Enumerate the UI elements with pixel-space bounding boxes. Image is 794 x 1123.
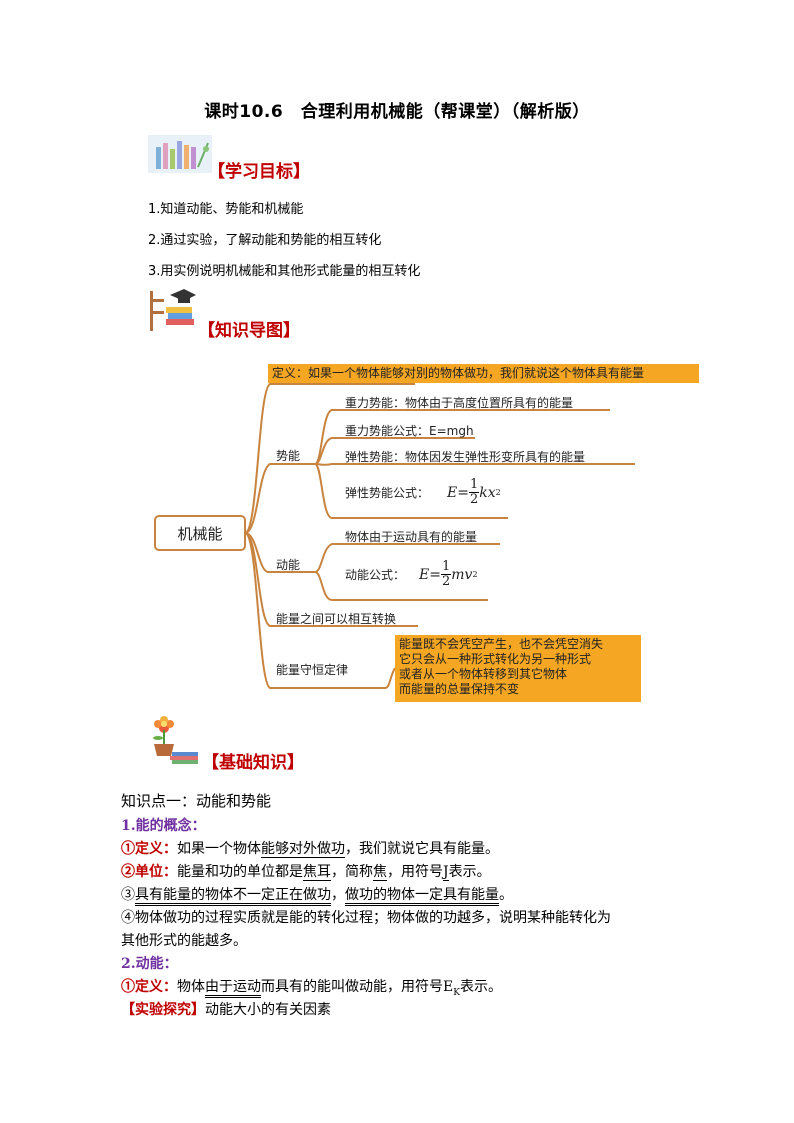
mindmap-gravity-pe-formula: 重力势能公式：E=mgh — [345, 424, 474, 438]
text: 。 — [499, 887, 513, 903]
kinetic-formula-label: 动能公式： — [345, 568, 406, 582]
flower-pot-icon — [148, 716, 200, 764]
mindmap-conservation-box: 能量既不会凭空产生，也不会凭空消失 它只会从一种形式转化为另一种形式 或者从一个… — [395, 635, 641, 702]
text: ③ — [121, 887, 135, 903]
line-work-process-2: 其他形式的能越多。 — [121, 933, 247, 949]
conservation-line: 它只会从一种形式转化为另一种形式 — [399, 652, 592, 666]
books-icon — [148, 135, 212, 173]
section-mindmap-head: 【知识导图】 — [198, 321, 300, 341]
text: 表示。 — [448, 864, 491, 880]
line-work-process-1: ④物体做功的过程实质就是能的转化过程；物体做的功越多，说明某种能转化为 — [121, 910, 611, 926]
line-definition: ①定义：如果一个物体能够对外做功，我们就说它具有能量。 — [121, 838, 681, 858]
section-goals-head: 【学习目标】 — [208, 162, 310, 182]
text: 动能大小的有关因素 — [205, 1002, 331, 1018]
text: 表示。 — [459, 979, 502, 995]
text: ，简称 — [331, 864, 373, 880]
mindmap-kinetic: 动能 — [276, 558, 301, 572]
formula-e: E= — [419, 566, 441, 583]
formula-square: 2 — [495, 488, 501, 497]
mindmap-root-label: 机械能 — [177, 524, 223, 543]
conservation-line: 而能量的总量保持不变 — [399, 682, 520, 696]
conservation-line: 能量既不会凭空产生，也不会凭空消失 — [399, 637, 604, 651]
goal-item: 2.通过实验，了解动能和势能的相互转化 — [148, 233, 382, 248]
formula-tail: mv — [451, 566, 473, 583]
elastic-formula-label: 弹性势能公式： — [345, 486, 430, 500]
fraction-num: 1 — [468, 477, 480, 493]
underlined-text: 由于运动 — [205, 979, 261, 998]
underlined-text: 焦 — [373, 864, 387, 881]
heading-kinetic: 2.动能： — [121, 956, 178, 972]
graduation-books-icon — [148, 285, 198, 333]
underlined-text: J — [443, 864, 449, 881]
mindmap-definition: 定义：如果一个物体能够对别的物体做功，我们就说这个物体具有能量 — [272, 366, 645, 380]
underlined-text: 焦耳 — [303, 864, 331, 881]
text: 能量和功的单位都是 — [177, 864, 303, 880]
label-definition: ①定义： — [121, 841, 177, 857]
text: 而具有的能叫做动能，用符号E — [261, 979, 454, 995]
mindmap-convert: 能量之间可以相互转换 — [276, 612, 397, 626]
text: 物体 — [177, 979, 205, 995]
fraction-num: 1 — [440, 559, 452, 575]
goal-item: 1.知道动能、势能和机械能 — [148, 202, 304, 217]
underlined-text: 做功的物体一定具有能量 — [345, 887, 499, 906]
text: ，我们就说它具有能量。 — [345, 841, 499, 857]
mindmap-connectors — [154, 383, 635, 689]
label-experiment: 【实验探究】 — [121, 1002, 205, 1018]
fraction-den: 2 — [469, 492, 479, 507]
subscript: K — [453, 987, 460, 998]
line-experiment: 【实验探究】动能大小的有关因素 — [121, 999, 681, 1019]
label-unit: ②单位： — [121, 864, 177, 880]
page-title: 课时10.6 合理利用机械能（帮课堂）（解析版） — [204, 102, 590, 122]
text: ， — [331, 887, 345, 903]
mindmap-root: 机械能 — [155, 516, 245, 550]
mindmap-potential: 势能 — [276, 449, 301, 463]
line-energy-work: ③具有能量的物体不一定正在做功，做功的物体一定具有能量。 — [121, 884, 681, 906]
conservation-line: 或者从一个物体转移到其它物体 — [399, 667, 568, 681]
label-definition: ①定义： — [121, 979, 177, 995]
fraction-den: 2 — [441, 574, 451, 589]
underlined-text: 具有能量的物体不一定正在做功 — [135, 887, 331, 906]
section-basics-head: 【基础知识】 — [202, 753, 304, 773]
formula-e: E= — [447, 484, 469, 501]
formula-square: 2 — [472, 570, 478, 579]
line-kinetic-definition: ①定义：物体由于运动而具有的能叫做动能，用符号EK表示。 — [121, 976, 681, 998]
mindmap-elastic-pe: 弹性势能：物体因发生弹性形变所具有的能量 — [345, 450, 586, 464]
text: 如果一个物体 — [177, 841, 261, 857]
formula-tail: kx — [479, 484, 496, 501]
underlined-text: 能够对外做功 — [261, 841, 345, 858]
mindmap-gravity-pe: 重力势能：物体由于高度位置所具有的能量 — [345, 396, 574, 410]
goal-item: 3.用实例说明机械能和其他形式能量的相互转化 — [148, 264, 421, 279]
mindmap-definition-box: 定义：如果一个物体能够对别的物体做功，我们就说这个物体具有能量 — [268, 364, 699, 383]
mindmap-kinetic-def: 物体由于运动具有的能量 — [345, 530, 478, 544]
line-unit: ②单位：能量和功的单位都是焦耳，简称焦，用符号J表示。 — [121, 861, 681, 881]
knowledge-point-title: 知识点一：动能和势能 — [121, 792, 272, 810]
text: ，用符号 — [387, 864, 443, 880]
heading-energy-concept: 1.能的概念： — [121, 818, 206, 834]
mindmap-conservation: 能量守恒定律 — [276, 663, 349, 677]
